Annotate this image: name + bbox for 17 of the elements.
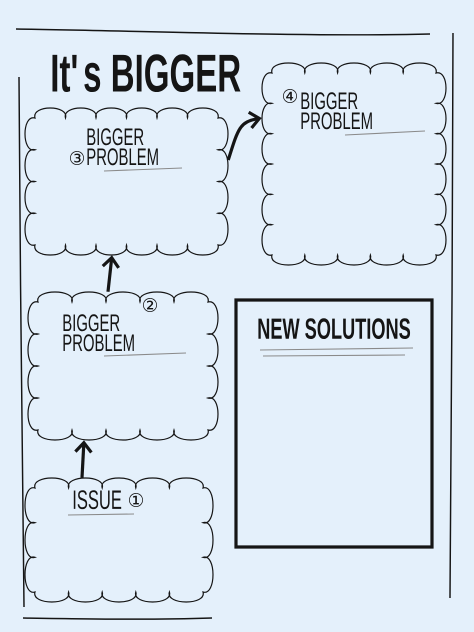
- step-number: ④: [283, 89, 297, 103]
- cloud-heading: ISSUE: [74, 490, 122, 510]
- cloud: [24, 477, 214, 603]
- cloud-heading: BIGGER PROBLEM: [87, 128, 158, 166]
- cloud: [24, 107, 229, 256]
- cloud-heading: BIGGER PROBLEM: [63, 314, 134, 352]
- cloud-heading: BIGGER PROBLEM: [301, 92, 372, 130]
- arrow: [74, 440, 93, 478]
- step-number: ①: [129, 493, 143, 507]
- cloud: [261, 62, 447, 266]
- step-number: ③: [70, 151, 84, 165]
- title: It's BIGGER: [52, 54, 240, 92]
- arrow: [226, 110, 262, 160]
- solutions-box: [234, 298, 434, 549]
- step-number: ②: [143, 298, 157, 312]
- box-heading: NEW SOLUTIONS: [258, 318, 410, 340]
- cloud: [27, 291, 219, 441]
